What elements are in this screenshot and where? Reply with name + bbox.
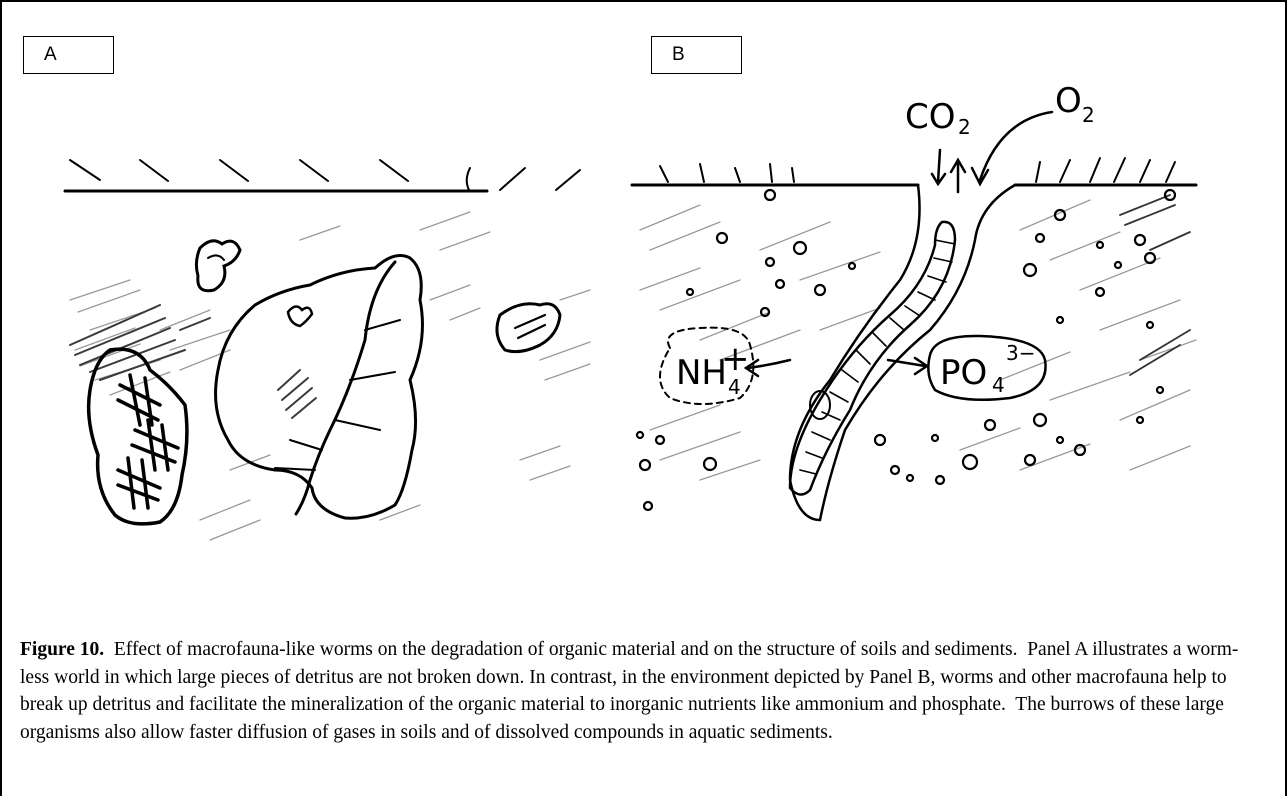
caption-text: Effect of macrofauna-like worms on the d…	[20, 639, 1238, 743]
panel-a-dark-shading	[70, 305, 316, 418]
panel-a-soil-texture	[70, 212, 590, 540]
o2-label: O	[1055, 81, 1082, 121]
nh4-superscript: +	[721, 339, 750, 379]
co2-subscript: 2	[958, 115, 971, 139]
figure-caption: Figure 10. Effect of macrofauna-like wor…	[20, 636, 1260, 746]
panel-b-surface-hatches	[660, 158, 1175, 182]
panel-a-crosshatch	[118, 375, 178, 508]
panel-a-illustration	[65, 160, 590, 540]
po4-subscript: 4	[992, 373, 1005, 397]
po4-superscript: 3−	[1006, 341, 1035, 365]
panel-a-leaf	[216, 256, 423, 519]
panel-a-right-clod	[497, 304, 560, 352]
panel-b-po4-arrow	[888, 358, 927, 374]
figure-number: Figure 10.	[20, 639, 104, 660]
po4-label: PO	[940, 353, 987, 393]
panel-b-o2-arrow	[972, 112, 1052, 184]
panel-a-small-clod	[196, 241, 240, 291]
panel-b-illustration	[632, 112, 1196, 520]
panel-b-dark-shading	[1120, 195, 1190, 375]
panel-a-leaf-spot	[288, 306, 312, 326]
panel-a-surface-hatches	[70, 160, 580, 190]
panel-a-crosshatch-clod	[89, 349, 187, 524]
panel-b-co2-arrow-down	[932, 150, 945, 184]
panel-b-co2-arrow-up	[951, 160, 965, 192]
co2-label: CO	[905, 97, 956, 137]
nh4-label: NH	[676, 353, 727, 393]
o2-subscript: 2	[1082, 103, 1095, 127]
